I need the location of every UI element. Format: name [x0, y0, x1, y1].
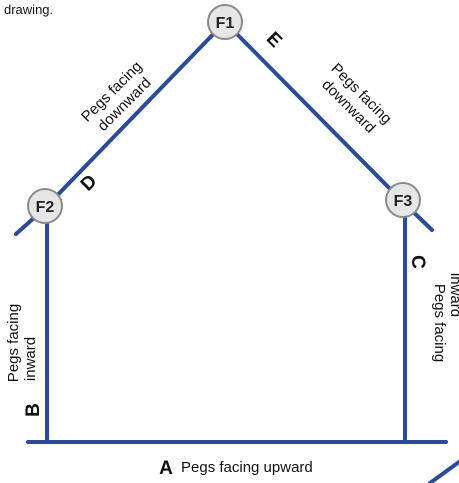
side-b-line2: inward [22, 337, 39, 381]
side-e-label: Pegs facing downward [318, 60, 395, 137]
roof-line-d [43, 20, 227, 210]
node-f1-label: F1 [216, 15, 235, 32]
side-d-letter: D [77, 171, 102, 196]
side-c-line2: inward [447, 273, 459, 317]
node-f2-circle [27, 188, 63, 224]
node-f2: F2 [27, 188, 63, 224]
node-f2-label: F2 [36, 199, 55, 216]
node-f1-circle [207, 4, 243, 40]
side-c-letter: C [407, 255, 428, 269]
side-b-letter: B [23, 403, 44, 417]
corner-line [428, 460, 459, 483]
side-b-line1: Pegs facing [5, 304, 22, 382]
side-c-label: Pegs facing inward [431, 273, 459, 362]
node-f3-circle [385, 182, 421, 218]
header-fragment: drawing. [4, 2, 53, 17]
side-b-label: Pegs facing inward [5, 304, 39, 382]
node-f3-label: F3 [394, 193, 413, 210]
frame-lines [14, 20, 459, 483]
side-c-line1: Pegs facing [431, 284, 448, 362]
side-e-letter: E [262, 28, 286, 52]
roof-line-e [223, 20, 407, 206]
node-f3: F3 [385, 182, 421, 218]
side-a-letter: A [159, 458, 173, 479]
side-a-text: Pegs facing upward [181, 459, 313, 476]
side-d-label: Pegs facing downward [78, 58, 155, 135]
node-f1: F1 [207, 4, 243, 40]
